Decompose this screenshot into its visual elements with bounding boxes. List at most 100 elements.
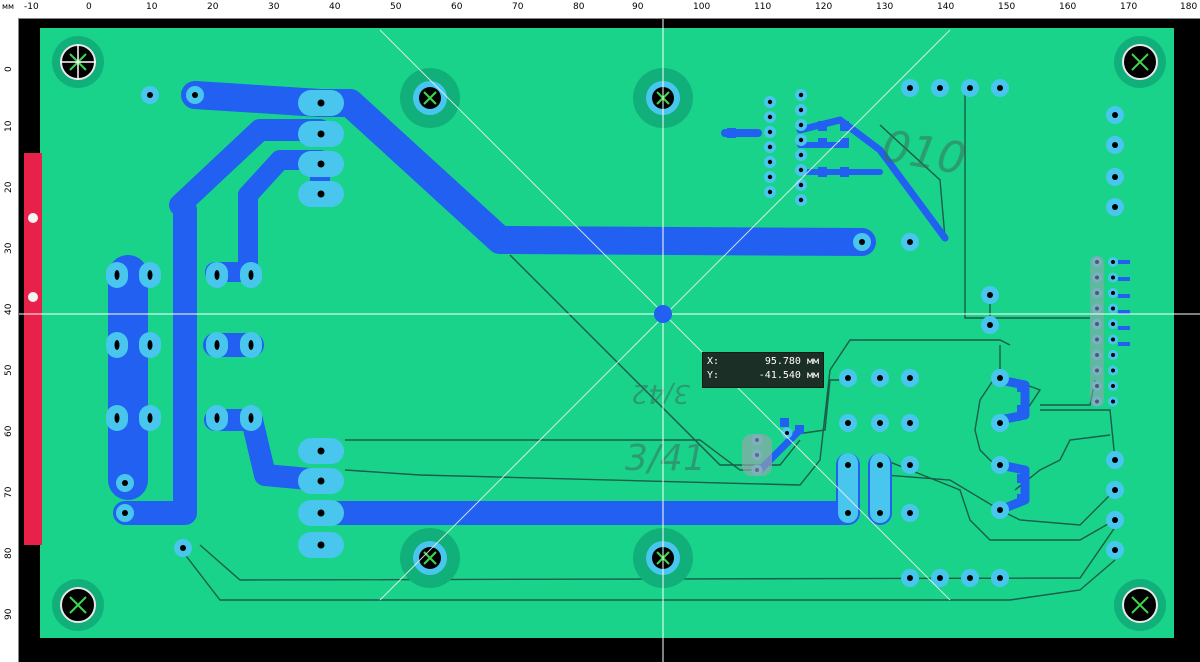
ruler-tick-label: 70	[512, 2, 524, 12]
ruler-tick-label: 20	[207, 2, 219, 12]
ruler-tick-label: 0	[4, 66, 14, 72]
ic-pin-hole	[767, 99, 773, 105]
ruler-tick-label: 20	[4, 181, 14, 193]
connector-pin-hole	[1111, 260, 1115, 264]
connector-pin-hole	[1111, 306, 1115, 311]
pad-drill-hole	[1112, 547, 1118, 553]
ruler-tick-label: 30	[268, 2, 280, 12]
pcb-drawing[interactable]: 010 3/42 3/41	[19, 19, 1200, 662]
ruler-tick-label: 140	[937, 2, 955, 12]
y-value: -41.540 мм	[758, 370, 819, 381]
pad-drill-hole	[907, 420, 913, 426]
pad-drill-hole	[987, 322, 993, 328]
ruler-tick-label: 110	[754, 2, 772, 12]
ruler-unit-label: мм	[2, 2, 15, 11]
pad-drill-hole	[907, 510, 913, 516]
cursor-origin-marker	[654, 305, 672, 323]
ruler-tick-label: 80	[573, 2, 585, 12]
connector-pin-hole	[1111, 368, 1115, 373]
ic-pin-hole	[767, 144, 773, 150]
ic-pin-hole	[798, 107, 804, 113]
ruler-tick-label: 70	[4, 486, 14, 498]
pad-drill-hole	[907, 462, 913, 468]
pad-drill-hole	[967, 575, 973, 581]
pad-drill-hole	[997, 462, 1003, 468]
ruler-tick-label: 80	[4, 547, 14, 559]
smd-pads	[727, 121, 1130, 503]
ruler-tick-label: 160	[1059, 2, 1077, 12]
cursor-crosshair	[19, 19, 1200, 662]
ruler-tick-label: 90	[632, 2, 644, 12]
mounting-hole-mark	[423, 91, 437, 105]
ic-pin-hole	[798, 167, 804, 173]
ruler-tick-label: 30	[4, 242, 14, 254]
connector-pin-hole	[1111, 399, 1115, 404]
y-label: Y:	[707, 370, 720, 381]
board-edge-strip	[24, 153, 42, 545]
ruler-tick-label: 170	[1120, 2, 1138, 12]
ic-pin-hole	[798, 152, 804, 158]
mounting-holes	[52, 36, 1166, 631]
corner-hole-mark	[1131, 53, 1149, 71]
ruler-tick-label: -10	[24, 2, 39, 12]
ic-pin-hole	[798, 182, 804, 188]
pad-drill-hole	[937, 575, 943, 581]
ruler-tick-label: 40	[4, 303, 14, 315]
ruler-tick-label: 60	[4, 425, 14, 437]
pad-drill-hole	[987, 292, 993, 298]
transistor-pin-hole	[785, 431, 789, 435]
pcb-canvas[interactable]: 010 3/42 3/41 X: 95.780 мм Y: -41.540 мм	[19, 19, 1200, 662]
ruler-tick-label: 90	[4, 608, 14, 620]
pad-drill-hole	[907, 375, 913, 381]
pad-drill-hole	[997, 575, 1003, 581]
ruler-tick-label: 10	[146, 2, 158, 12]
ruler-tick-label: 100	[693, 2, 711, 12]
ruler-tick-label: 50	[4, 364, 14, 376]
ruler-tick-label: 180	[1180, 2, 1198, 12]
ruler-tick-label: 40	[329, 2, 341, 12]
horizontal-ruler: мм -10 0 10 20 30 40 50 60 70 80 90 100 …	[0, 0, 1200, 19]
pad-drill-hole	[1112, 142, 1118, 148]
ruler-tick-label: 120	[815, 2, 833, 12]
pad-drill-hole	[967, 85, 973, 91]
pad-drill-hole	[180, 545, 186, 551]
ruler-tick-label: 150	[998, 2, 1016, 12]
x-value: 95.780 мм	[764, 356, 819, 367]
pad-drill-hole	[845, 420, 851, 426]
ruler-tick-label: 50	[390, 2, 402, 12]
cursor-coordinate-readout: X: 95.780 мм Y: -41.540 мм	[702, 352, 824, 388]
connector-pin-hole	[1111, 353, 1115, 357]
ruler-tick-label: 0	[86, 2, 92, 12]
ic-pin-hole	[767, 114, 773, 120]
pad-drill-hole	[1112, 204, 1118, 210]
corner-hole-mark	[1131, 596, 1149, 614]
connector-pin-hole	[1111, 384, 1115, 388]
pad-drill-hole	[859, 239, 865, 245]
pad-drill-hole	[877, 375, 883, 381]
pad-drill-hole	[122, 480, 128, 486]
pad-drill-hole	[937, 85, 943, 91]
pad-drill-hole	[997, 507, 1003, 513]
pcb-board	[40, 28, 1174, 638]
slot-holes	[114, 99, 883, 549]
board-mark-3: 3/41	[625, 438, 706, 479]
pad-drill-hole	[997, 375, 1003, 381]
ruler-tick-label: 60	[451, 2, 463, 12]
mounting-hole-mark	[423, 551, 437, 565]
component-bodies	[742, 256, 1104, 476]
pad-drill-hole	[877, 420, 883, 426]
ic-pin-hole	[767, 129, 773, 135]
round-pads	[116, 79, 1124, 587]
connector-pin-hole	[1111, 322, 1115, 326]
pad-drill-hole	[907, 85, 913, 91]
pad-drill-hole	[907, 575, 913, 581]
pad-drill-hole	[122, 510, 128, 516]
pad-drill-hole	[907, 239, 913, 245]
pad-drill-hole	[845, 375, 851, 381]
pad-drill-hole	[1112, 487, 1118, 493]
ic-pin-hole	[767, 189, 773, 195]
pad-drill-hole	[147, 92, 153, 98]
ic-pin-hole	[798, 197, 804, 203]
connector-pin-hole	[1111, 291, 1115, 295]
pad-drill-hole	[997, 420, 1003, 426]
